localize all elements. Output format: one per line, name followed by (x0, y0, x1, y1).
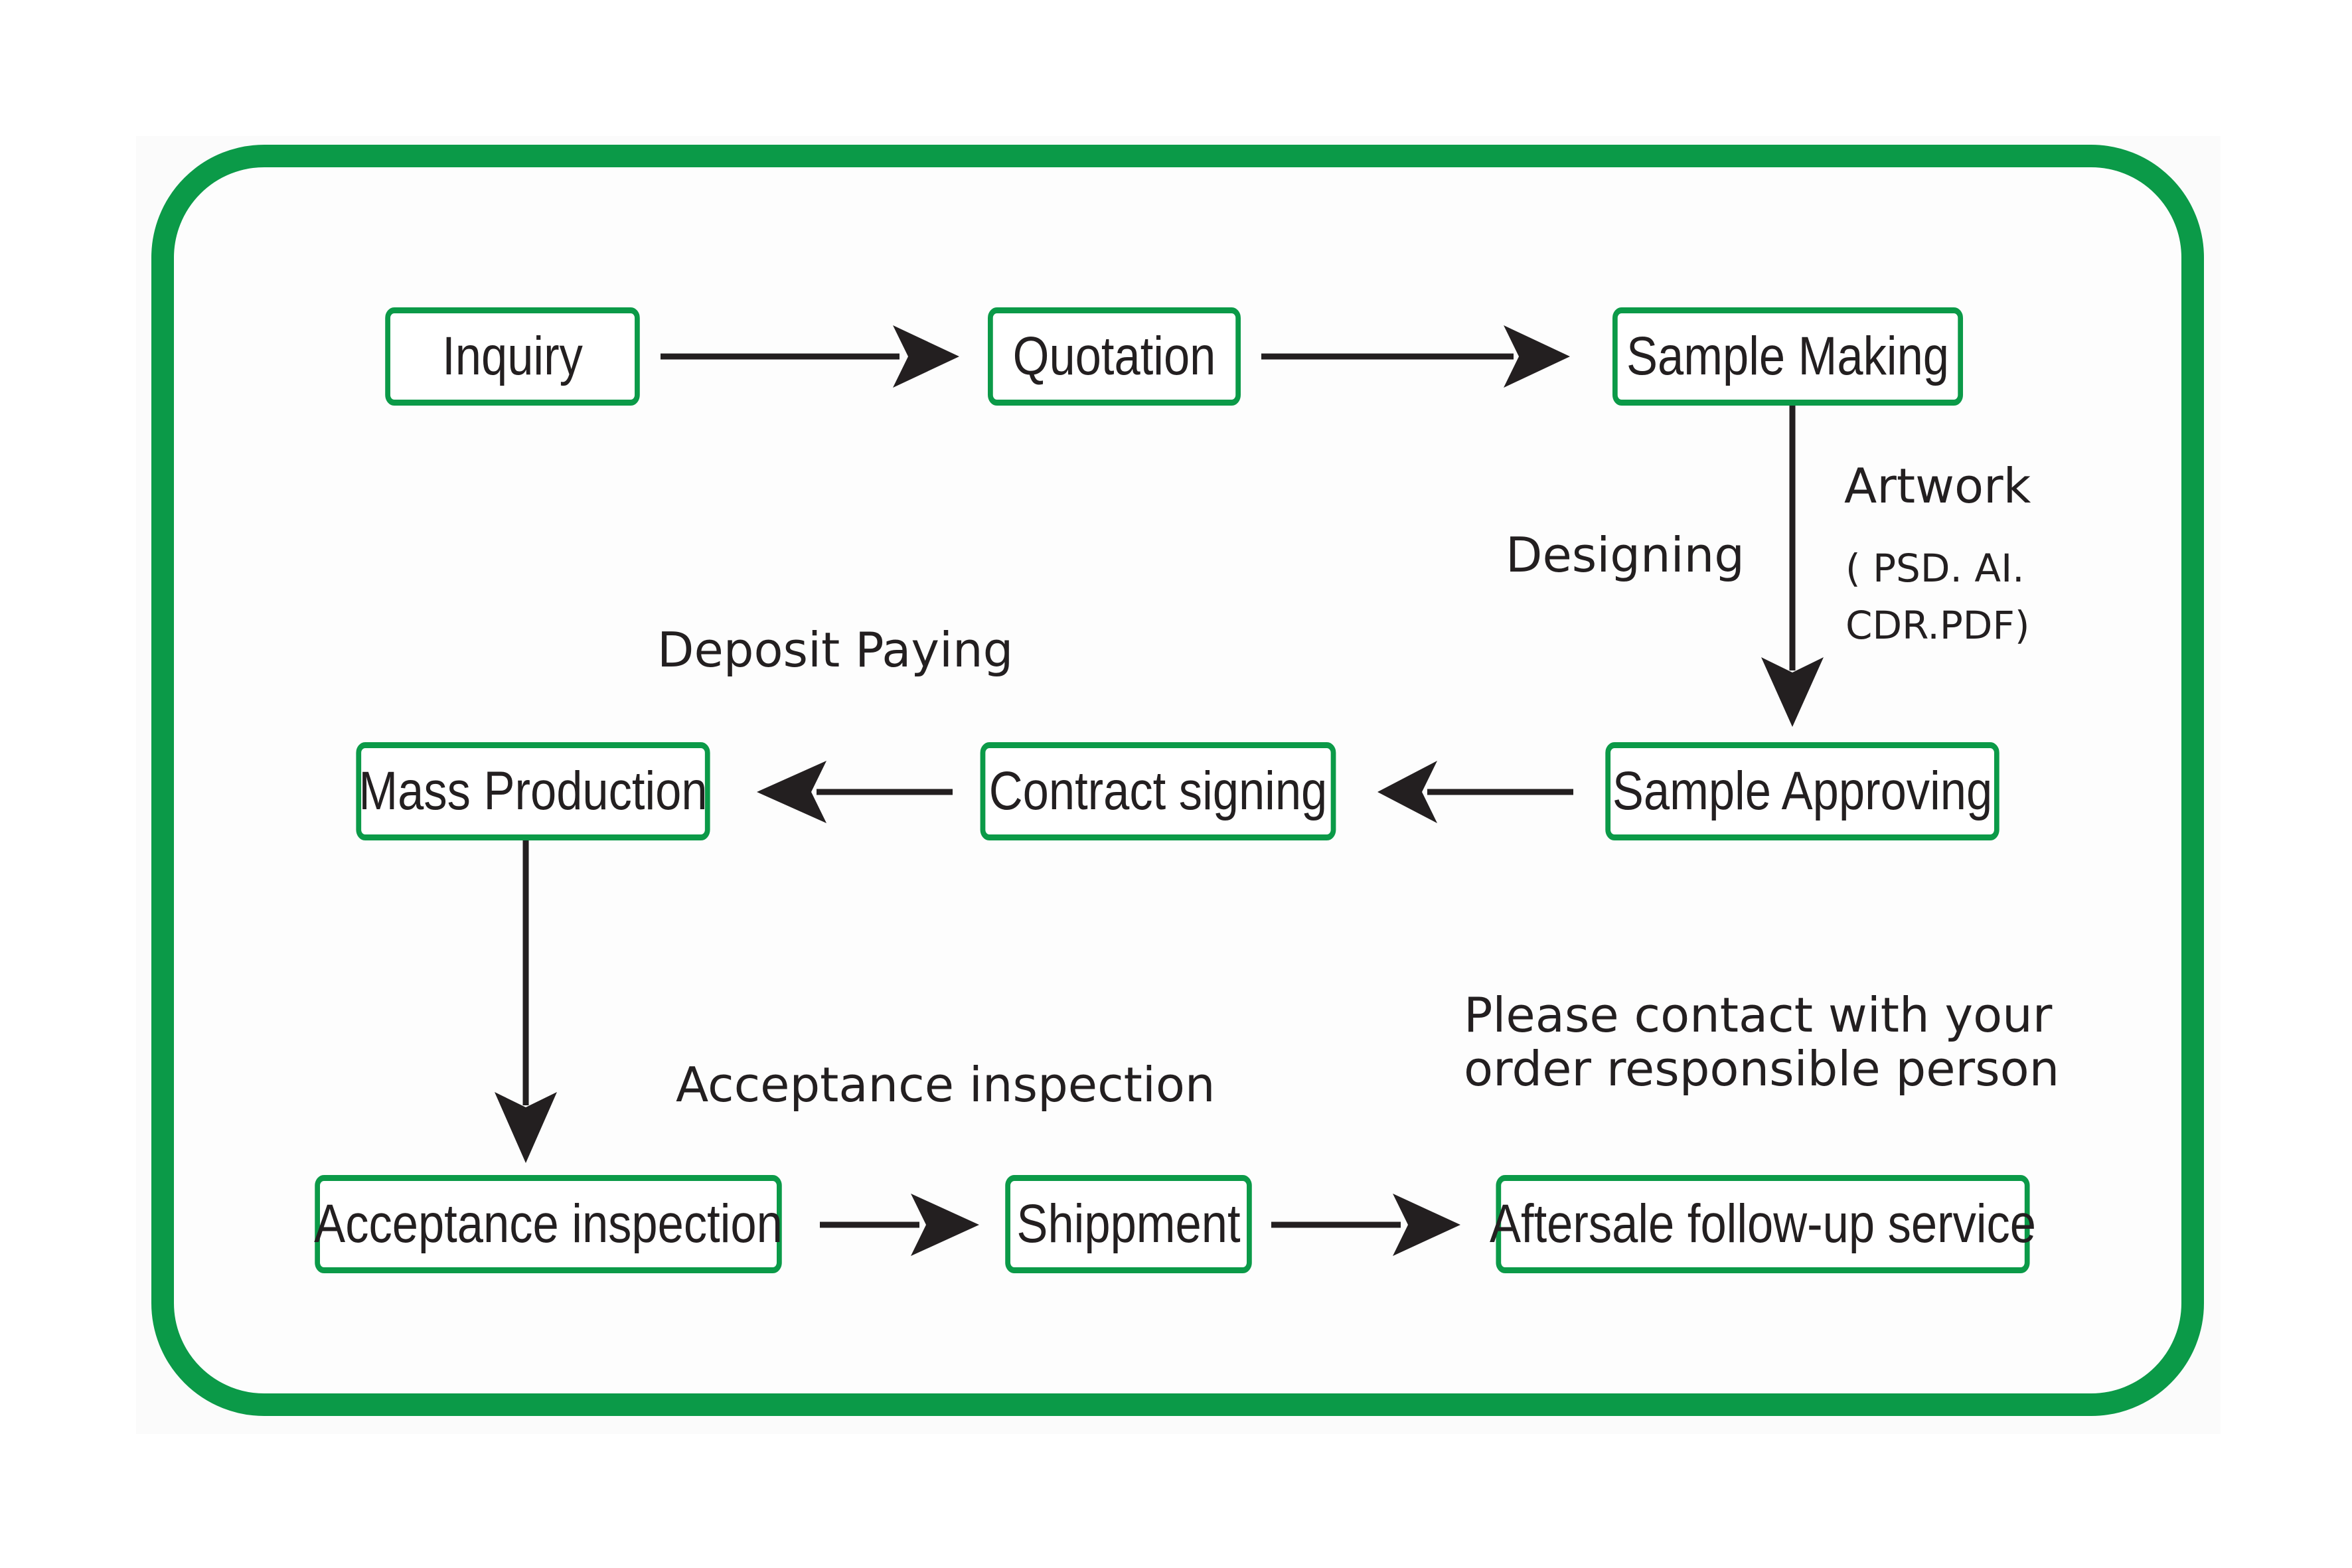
step-mass-production: Mass Production (356, 742, 710, 840)
arrowhead-right-1 (893, 325, 959, 388)
artwork-formats-line-2: CDR.PDF) (1845, 602, 2030, 648)
arrowhead-left-2 (757, 761, 826, 823)
annotation-artwork-formats: ( PSD. AI. CDR.PDF) (1845, 546, 2030, 648)
step-acceptance-inspection: Acceptance inspection (314, 1175, 783, 1273)
step-shippment: Shippment (1005, 1175, 1252, 1273)
step-shippment-label: Shippment (1016, 1194, 1241, 1254)
step-acceptance-inspection-label: Acceptance inspection (314, 1194, 783, 1254)
annotation-artwork: Artwork (1844, 458, 2031, 514)
annotation-designing: Designing (1506, 527, 1745, 583)
step-sample-approving: Sample Approving (1605, 742, 1999, 840)
arrowhead-left-1 (1377, 761, 1437, 823)
contact-line-1: Please contact with your (1464, 987, 2053, 1043)
step-aftersale: Aftersale follow-up service (1490, 1175, 2036, 1273)
step-mass-production-label: Mass Production (358, 761, 708, 821)
step-sample-making-label: Sample Making (1626, 326, 1950, 386)
annotation-acceptance-inspection: Acceptance inspection (676, 1057, 1215, 1113)
annotation-contact: Please contact with your order responsib… (1464, 987, 2060, 1097)
step-sample-making: Sample Making (1612, 307, 1964, 406)
step-sample-approving-label: Sample Approving (1612, 761, 1993, 821)
step-contract-signing: Contract signing (980, 742, 1336, 840)
step-quotation: Quotation (988, 307, 1241, 406)
step-quotation-label: Quotation (1012, 326, 1216, 386)
step-inquiry: Inquiry (385, 307, 640, 406)
artwork-formats-line-1: ( PSD. AI. (1845, 546, 2025, 591)
arrowhead-right-4 (1393, 1194, 1460, 1256)
arrowhead-right-3 (911, 1194, 979, 1256)
step-contract-signing-label: Contract signing (988, 761, 1328, 821)
step-inquiry-label: Inquiry (442, 326, 583, 386)
contact-line-2: order responsible person (1464, 1041, 2060, 1097)
arrowhead-down-2 (495, 1092, 557, 1163)
arrowhead-down-1 (1761, 657, 1824, 727)
annotation-deposit-paying: Deposit Paying (657, 622, 1014, 678)
arrowhead-right-2 (1504, 325, 1570, 388)
step-aftersale-label: Aftersale follow-up service (1489, 1194, 2037, 1254)
